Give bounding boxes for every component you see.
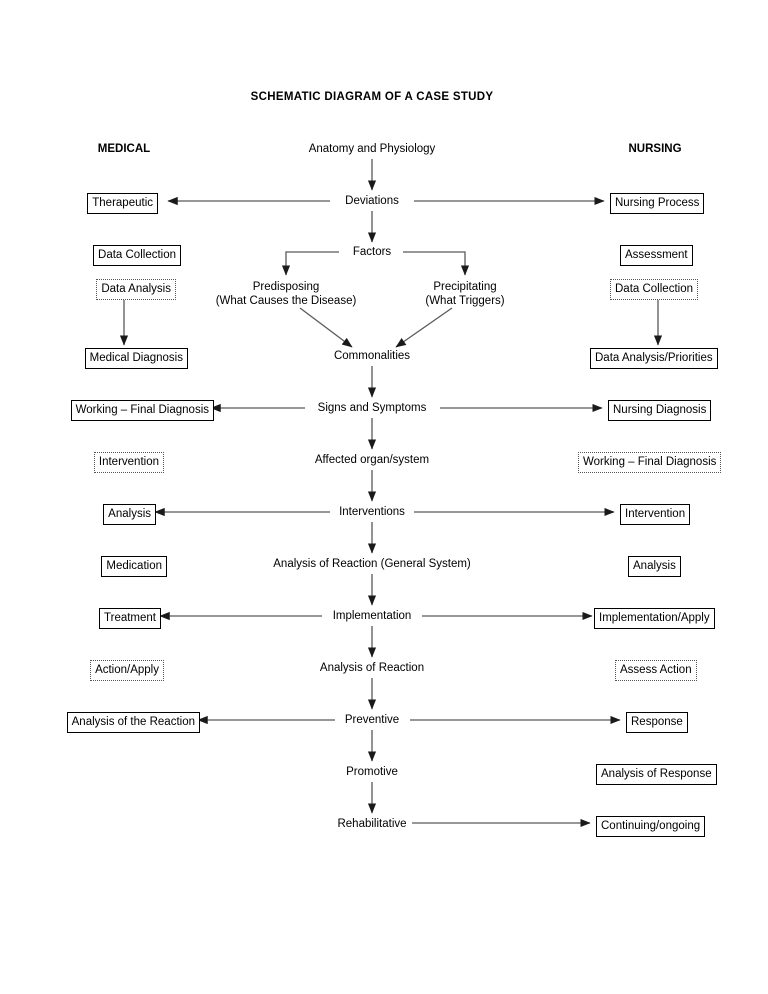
right-box-nursing-process: Nursing Process — [610, 193, 705, 215]
center-node-signs-and-symptoms: Signs and Symptoms — [317, 402, 427, 414]
left-box-working-final-diagnosis: Working – Final Diagnosis — [70, 400, 214, 422]
center-node-affected-organ-system: Affected organ/system — [314, 454, 430, 466]
center-node-rehabilitative: Rehabilitative — [337, 818, 407, 830]
column-header-medical: MEDICAL — [97, 143, 151, 155]
center-node-commonalities: Commonalities — [333, 350, 411, 362]
right-box-nursing-diagnosis: Nursing Diagnosis — [608, 400, 712, 422]
column-header-nursing: NURSING — [628, 143, 682, 155]
branch-factors-to-precipitating — [403, 251, 470, 276]
column-header-anatomy-and-physiology: Anatomy and Physiology — [308, 143, 436, 155]
center-node-analysis-of-reaction-general-system: Analysis of Reaction (General System) — [273, 558, 471, 570]
diagram-title: SCHEMATIC DIAGRAM OF A CASE STUDY — [250, 91, 494, 103]
left-box-data-analysis: Data Analysis — [96, 279, 176, 301]
center-node-precipitating-sublabel: (What Triggers) — [425, 295, 505, 308]
center-node-precipitating: Precipitating (What Triggers) — [425, 280, 504, 309]
left-box-action-apply: Action/Apply — [90, 660, 164, 682]
center-node-preventive: Preventive — [344, 714, 400, 726]
right-box-assessment: Assessment — [620, 245, 693, 267]
left-box-therapeutic: Therapeutic — [87, 193, 158, 215]
center-node-factors: Factors — [352, 246, 392, 258]
left-box-analysis: Analysis — [103, 504, 156, 526]
center-node-predisposing-sublabel: (What Causes the Disease) — [215, 295, 357, 308]
right-box-data-analysis-priorities: Data Analysis/Priorities — [590, 348, 718, 370]
center-node-deviations: Deviations — [345, 195, 399, 207]
left-box-medical-diagnosis: Medical Diagnosis — [84, 348, 188, 370]
left-box-analysis-of-the-reaction: Analysis of the Reaction — [66, 712, 200, 734]
branch-factors-to-predisposing — [281, 251, 339, 276]
right-box-analysis-of-response: Analysis of Response — [596, 764, 717, 786]
center-node-implementation: Implementation — [332, 610, 412, 622]
arrow-precipitating-to-commonalities — [395, 307, 453, 348]
center-node-analysis-of-reaction: Analysis of Reaction — [319, 662, 425, 674]
left-box-data-collection: Data Collection — [93, 245, 181, 267]
center-node-interventions: Interventions — [339, 506, 405, 518]
right-box-implementation-apply: Implementation/Apply — [594, 608, 715, 630]
left-box-treatment: Treatment — [99, 608, 161, 630]
left-box-medication: Medication — [101, 556, 167, 578]
right-box-assess-action: Assess Action — [615, 660, 697, 682]
center-node-promotive: Promotive — [346, 766, 398, 778]
right-box-intervention: Intervention — [620, 504, 691, 526]
right-box-working-final-diagnosis: Working – Final Diagnosis — [578, 452, 722, 474]
right-box-analysis: Analysis — [628, 556, 681, 578]
left-box-intervention: Intervention — [93, 452, 164, 474]
center-node-predisposing: Predisposing (What Causes the Disease) — [216, 280, 357, 309]
right-box-data-collection: Data Collection — [610, 279, 698, 301]
right-box-response: Response — [626, 712, 688, 734]
arrow-predisposing-to-commonalities — [299, 307, 353, 348]
center-node-predisposing-label: Predisposing — [252, 281, 320, 293]
center-node-precipitating-label: Precipitating — [433, 281, 497, 293]
right-box-continuing-ongoing: Continuing/ongoing — [596, 816, 706, 838]
